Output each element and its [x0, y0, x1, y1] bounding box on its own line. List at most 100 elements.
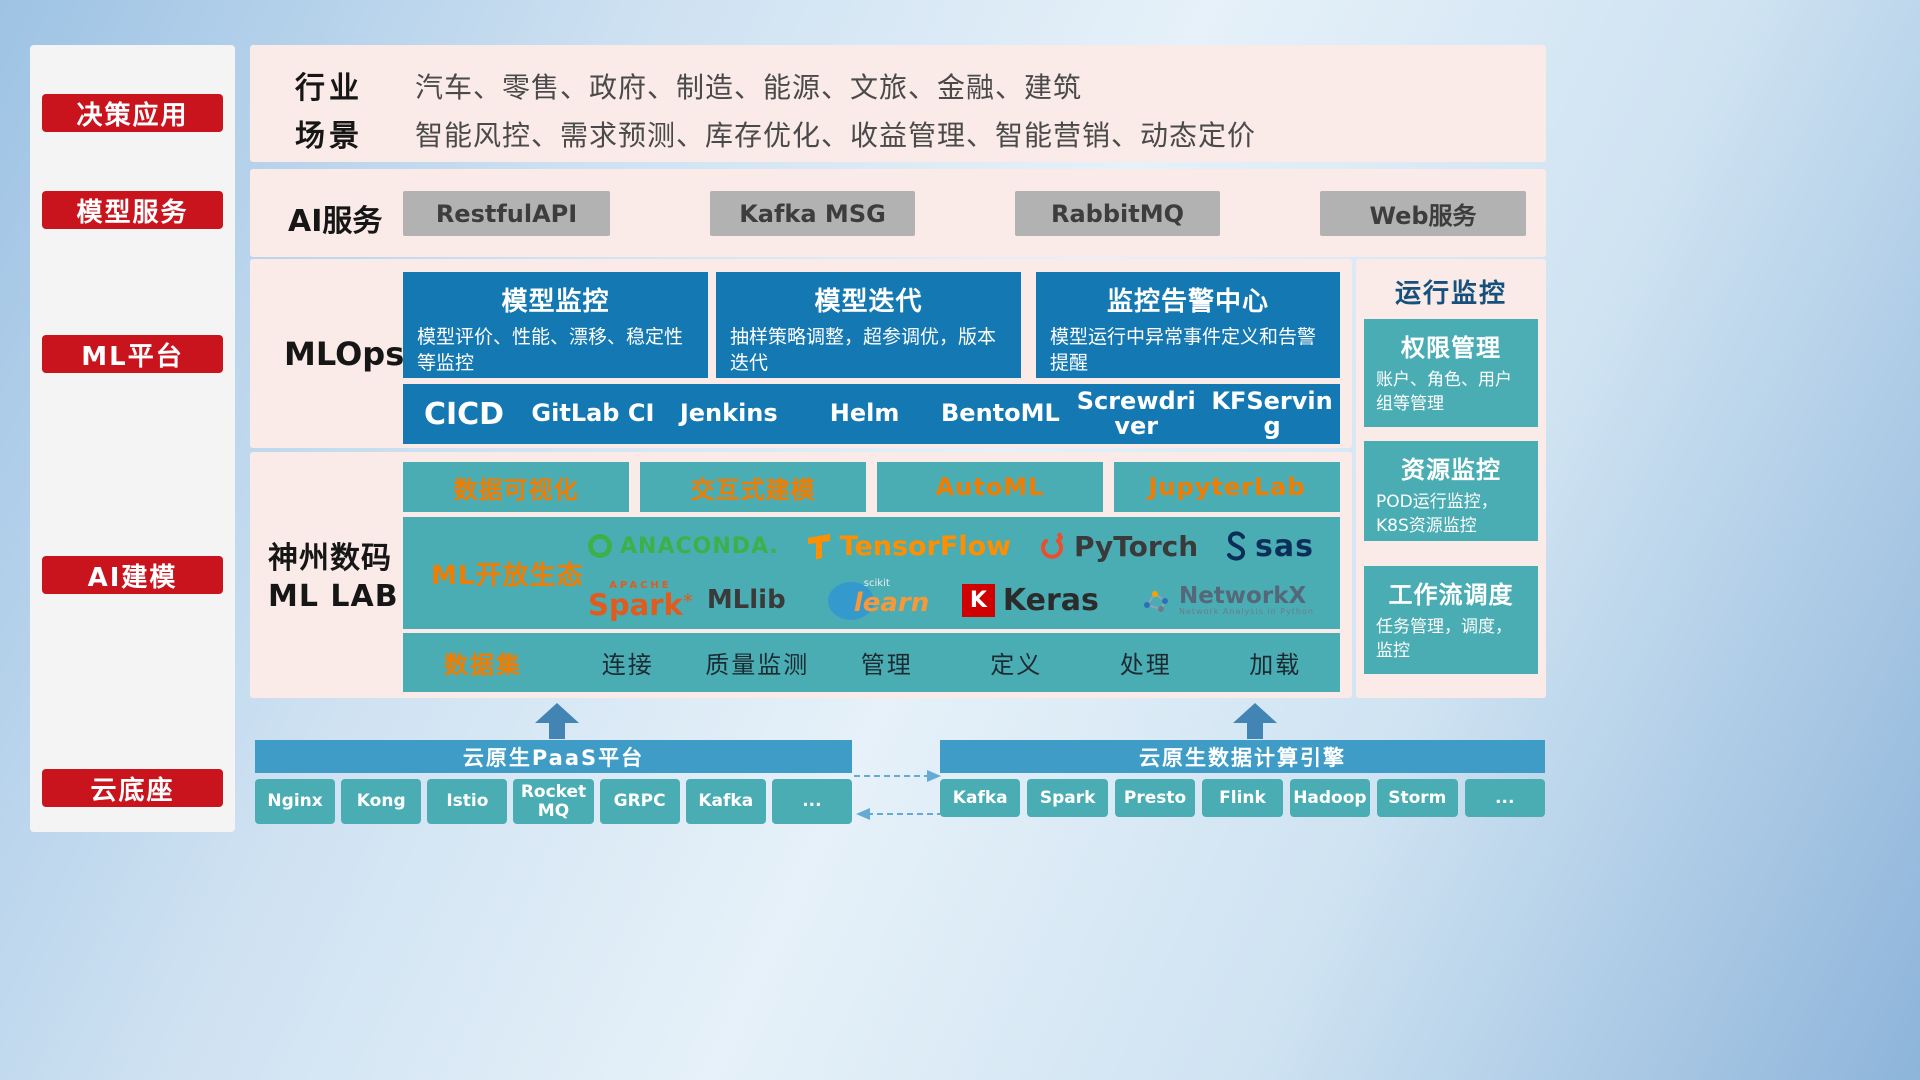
ai-service-panel: AI服务 RestfulAPI Kafka MSG RabbitMQ Web服务: [250, 169, 1546, 257]
logo-row-2: APACHE Spark* MLlib scikit learn K Keras: [588, 576, 1314, 624]
sas-text: sas: [1255, 528, 1314, 564]
dataset-label: 数据集: [444, 651, 522, 679]
spark-text: Spark: [588, 587, 683, 622]
spark-star-icon: *: [682, 589, 693, 614]
spark-apache-text: APACHE: [609, 579, 672, 591]
anaconda-text: ANACONDA.: [620, 533, 779, 559]
cicd-tool-jenkins: Jenkins: [679, 399, 778, 428]
chip-rocketmq: RocketMQ: [513, 779, 594, 824]
sas-logo: sas: [1225, 529, 1314, 564]
networkx-logo: NetworkX Network Analysis in Python: [1141, 582, 1314, 616]
chip-storm: Storm: [1377, 779, 1458, 817]
dataset-bar: 数据集 连接 质量监测 管理 定义 处理 加载: [403, 633, 1340, 692]
workflow-scheduler-card: 工作流调度 任务管理，调度，监控: [1364, 566, 1538, 674]
card-title: 工作流调度: [1388, 581, 1514, 609]
tensorflow-icon: [807, 534, 830, 560]
exchange-arrows: [854, 770, 943, 820]
data-engine-header: 云原生数据计算引擎: [940, 740, 1545, 773]
dataset-item-load: 加载: [1249, 651, 1302, 679]
chip-istio: Istio: [427, 779, 508, 824]
keras-icon: K: [961, 583, 995, 617]
mlops-label: MLOps: [284, 335, 405, 373]
tool-automl: AutoML: [877, 462, 1103, 512]
card-desc: 模型运行中异常事件定义和告警提醒: [1050, 326, 1317, 374]
paas-chip-row: Nginx Kong Istio RocketMQ GRPC Kafka ...: [255, 779, 852, 824]
networkx-text: NetworkX: [1178, 582, 1307, 609]
spark-wordmark: APACHE Spark*: [588, 579, 693, 622]
pytorch-logo: PyTorch: [1038, 530, 1198, 563]
chip-spark: Spark: [1027, 779, 1108, 817]
pytorch-icon: [1040, 532, 1063, 559]
arrow-head: [1233, 703, 1277, 723]
pytorch-text: PyTorch: [1073, 529, 1199, 563]
tensorflow-logo: TensorFlow: [806, 530, 1012, 562]
cicd-tool-bentoml: BentoML: [941, 399, 1060, 428]
scikit-learn-logo: scikit learn: [827, 577, 929, 623]
paas-platform-header: 云原生PaaS平台: [255, 740, 852, 773]
card-title: 权限管理: [1401, 334, 1501, 362]
left-layer-rail: 决策应用 模型服务 ML平台 AI建模 云底座: [30, 45, 235, 832]
card-title: 资源监控: [1401, 456, 1501, 484]
cicd-tool-gitlab-ci: GitLab CI: [531, 399, 655, 428]
spark-mllib-logo: APACHE Spark* MLlib: [588, 579, 786, 622]
layer-badge-model-services: 模型服务: [42, 191, 223, 229]
layer-badge-cloud-base: 云底座: [42, 769, 223, 807]
anaconda-icon: [588, 534, 612, 558]
logo-row-1: ANACONDA. TensorFlow PyTorch: [588, 522, 1314, 570]
cicd-label: CICD: [423, 396, 505, 432]
chip-presto: Presto: [1114, 779, 1196, 817]
up-arrow-paas: [535, 703, 579, 739]
tool-data-visualization: 数据可视化: [403, 462, 629, 512]
ml-ecosystem-label: ML开放生态: [431, 560, 584, 591]
card-desc: 抽样策略调整，超参调优，版本迭代: [730, 326, 997, 374]
service-rabbitmq: RabbitMQ: [1015, 191, 1220, 236]
ml-ecosystem-box: ML开放生态 ANACONDA. TensorFlow: [403, 517, 1340, 629]
cicd-bar: CICD GitLab CI Jenkins Helm BentoML Scre…: [403, 384, 1340, 444]
tensorflow-text: TensorFlow: [839, 530, 1012, 562]
scikit-text: scikit: [863, 578, 890, 589]
networkx-wordmark: NetworkX Network Analysis in Python: [1178, 582, 1314, 616]
chip-kong: Kong: [341, 779, 422, 824]
chip-hadoop: Hadoop: [1289, 779, 1371, 817]
service-kafka-msg: Kafka MSG: [710, 191, 915, 236]
service-web: Web服务: [1320, 191, 1526, 236]
chip-flink: Flink: [1202, 779, 1283, 817]
cicd-tool-kfserving: KFServing: [1211, 386, 1333, 440]
permission-mgmt-card: 权限管理 账户、角色、用户组等管理: [1364, 319, 1538, 427]
alert-center-card: 监控告警中心 模型运行中异常事件定义和告警提醒: [1036, 272, 1340, 378]
sas-icon: [1227, 531, 1246, 561]
ml-lab-label: 神州数码 ML LAB: [268, 540, 399, 615]
card-title: 模型迭代: [814, 287, 923, 317]
anaconda-logo: ANACONDA.: [588, 534, 779, 559]
card-desc: 账户、角色、用户组等管理: [1376, 370, 1512, 414]
layer-badge-decision-apps: 决策应用: [42, 94, 223, 132]
engine-chip-row: Kafka Spark Presto Flink Hadoop Storm ..…: [940, 779, 1545, 817]
chip-kafka: Kafka: [685, 779, 766, 824]
dataset-item-process: 处理: [1119, 651, 1172, 679]
dataset-item-define: 定义: [990, 651, 1043, 679]
scenario-label: 场景: [295, 119, 363, 154]
arrow-stem: [1247, 723, 1263, 739]
up-arrow-engine: [1233, 703, 1277, 739]
keras-logo: K Keras: [961, 582, 1099, 618]
keras-text: Keras: [1002, 582, 1099, 618]
industry-list: 汽车、零售、政府、制造、能源、文旅、金融、建筑: [415, 71, 1083, 104]
tool-interactive-modeling: 交互式建模: [640, 462, 866, 512]
layer-badge-ml-platform: ML平台: [42, 335, 223, 373]
mllib-text: MLlib: [706, 585, 786, 615]
ml-lab-label-line2: ML LAB: [268, 578, 399, 614]
layer-badge-ai-modeling: AI建模: [42, 556, 223, 594]
mlops-panel: MLOps 模型监控 模型评价、性能、漂移、稳定性等监控 模型迭代 抽样策略调整…: [250, 259, 1352, 448]
cicd-tool-screwdriver: Screwdriver: [1076, 386, 1196, 440]
card-desc: 任务管理，调度，监控: [1376, 617, 1512, 661]
service-restful-api: RestfulAPI: [403, 191, 610, 236]
scikit-learn-circle: [827, 582, 874, 620]
learn-text: learn: [853, 588, 930, 618]
tool-jupyterlab: JupyterLab: [1114, 462, 1340, 512]
dataset-item-connect: 连接: [601, 651, 654, 679]
chip-kafka-2: Kafka: [940, 779, 1021, 817]
ml-ecosystem-logos: ANACONDA. TensorFlow PyTorch: [588, 522, 1340, 624]
chip-grpc: GRPC: [599, 779, 680, 824]
model-monitoring-card: 模型监控 模型评价、性能、漂移、稳定性等监控: [403, 272, 708, 378]
dataset-item-quality: 质量监测: [705, 651, 810, 679]
